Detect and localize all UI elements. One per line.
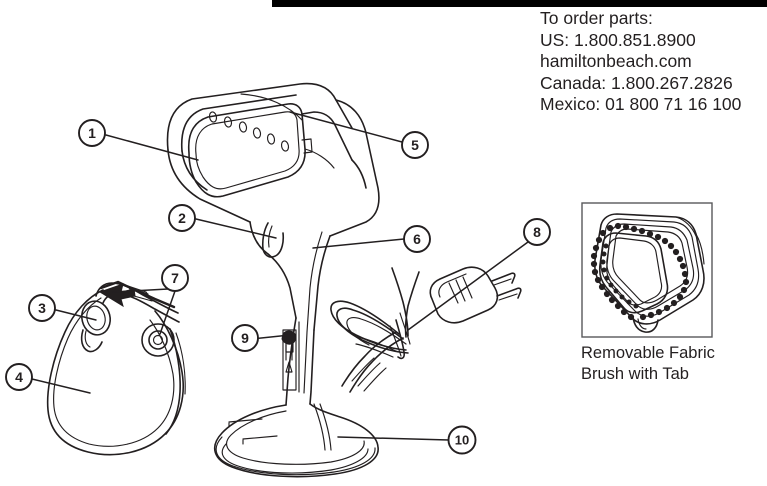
brush-bristles (590, 222, 690, 321)
order-parts-canada-phone: Canada: 1.800.267.2826 (540, 72, 733, 93)
callout-5: 5 (401, 131, 429, 159)
order-parts-block: To order parts: US: 1.800.851.8900 hamil… (540, 8, 765, 116)
callout-1: 1 (78, 119, 106, 147)
leader-5 (289, 111, 403, 143)
steamer-head-group (166, 82, 353, 223)
callout-4: 4 (5, 363, 33, 391)
callout-6-label: 6 (413, 231, 421, 247)
power-switch-detail (281, 330, 297, 373)
callout-6: 6 (403, 225, 431, 253)
callout-9: 9 (231, 324, 259, 352)
callout-9-label: 9 (241, 330, 249, 346)
order-parts-heading: To order parts: (540, 8, 653, 28)
order-parts-website: hamiltonbeach.com (540, 51, 692, 71)
leader-8 (407, 241, 529, 331)
inset-caption-line-2: Brush with Tab (581, 365, 689, 383)
callout-1-label: 1 (88, 125, 96, 141)
callout-2: 2 (168, 204, 196, 232)
leader-lines-group (31, 111, 529, 441)
callout-8-label: 8 (533, 224, 541, 240)
fabric-rest-pad-group (46, 280, 186, 456)
leader-10 (337, 436, 450, 441)
leader-4 (31, 378, 91, 394)
leader-7b (159, 290, 176, 335)
inset-caption: Removable Fabric Brush with Tab (581, 343, 766, 385)
steamer-base-group (213, 403, 379, 478)
power-cord-group (330, 266, 522, 393)
leader-7a (112, 288, 169, 293)
callout-3-label: 3 (38, 300, 46, 316)
leader-3 (55, 309, 97, 321)
leader-1 (105, 134, 199, 161)
order-parts-us-phone: US: 1.800.851.8900 (540, 29, 696, 50)
inset-caption-line-1: Removable Fabric (581, 344, 715, 362)
callout-10-label: 10 (455, 433, 469, 448)
callout-7-label: 7 (171, 270, 179, 286)
leader-2 (195, 218, 277, 239)
callout-8: 8 (523, 218, 551, 246)
callout-4-label: 4 (15, 369, 23, 385)
steamer-body-group (249, 99, 380, 406)
inset-fabric-brush-group (581, 202, 713, 338)
top-black-bar (272, 0, 767, 7)
callout-7: 7 (161, 264, 189, 292)
callout-2-label: 2 (178, 210, 186, 226)
callout-3: 3 (28, 294, 56, 322)
callout-5-label: 5 (411, 137, 419, 153)
leader-6 (312, 238, 405, 249)
order-parts-mexico-phone: Mexico: 01 800 71 16 100 (540, 94, 742, 114)
callout-10: 10 (447, 425, 477, 455)
